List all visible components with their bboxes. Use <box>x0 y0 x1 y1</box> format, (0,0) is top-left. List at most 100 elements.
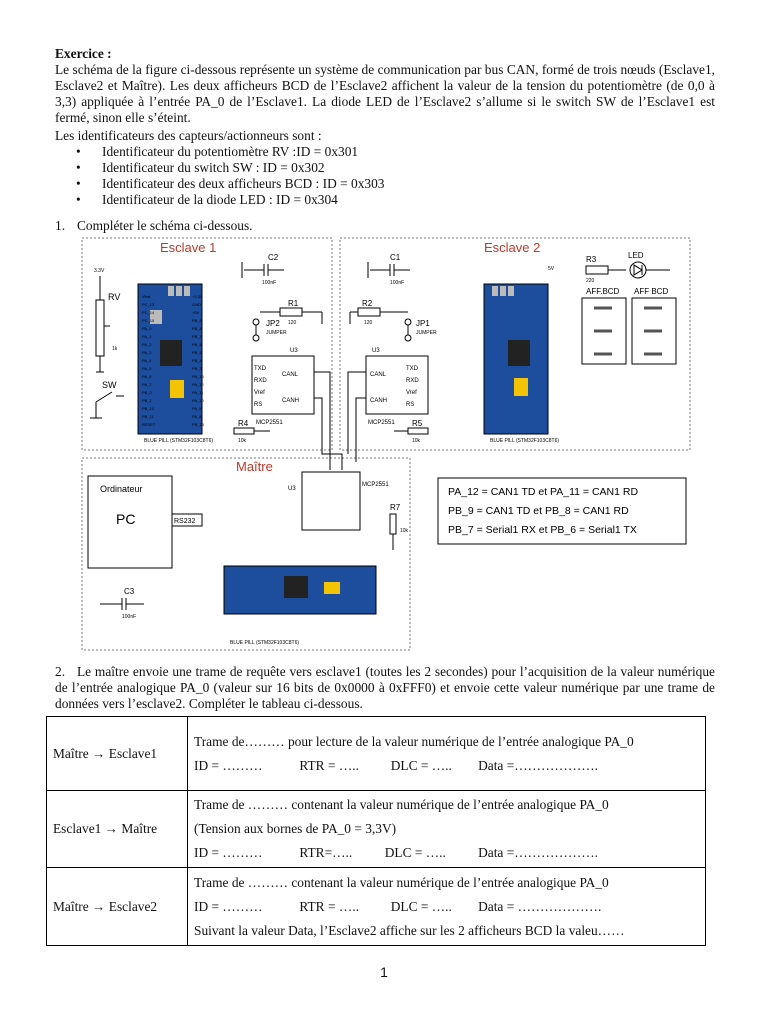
svg-text:PB_6: PB_6 <box>192 342 203 347</box>
bluepill-label: BLUE PILL (STM32F103C8T6) <box>230 640 299 646</box>
switch-sw <box>90 391 124 419</box>
r2-label: R2 <box>362 299 373 308</box>
svg-text:Vref: Vref <box>406 390 417 396</box>
svg-text:PA_10: PA_10 <box>192 398 204 403</box>
rtr-field[interactable]: RTR = ….. <box>299 898 359 914</box>
svg-text:PB_0: PB_0 <box>142 390 153 395</box>
identifier-item: Identificateur du switch SW : ID = 0x302 <box>76 160 676 176</box>
data-field[interactable]: Data =………………. <box>478 845 598 860</box>
led-diode <box>629 261 670 279</box>
pin-map-line: PB_7 = Serial1 RX et PB_6 = Serial1 TX <box>448 524 637 536</box>
data-field[interactable]: Data =………………. <box>478 757 598 773</box>
svg-text:Vref: Vref <box>254 390 265 396</box>
r2-value: 120 <box>364 320 373 326</box>
svg-text:PA_8: PA_8 <box>192 414 202 419</box>
c2-value: 100nF <box>262 280 276 286</box>
r7-value: 10k <box>400 528 409 534</box>
svg-text:Vbat: Vbat <box>142 294 151 299</box>
r5-resistor <box>394 427 429 435</box>
svg-text:U3: U3 <box>372 348 380 354</box>
svg-text:MCP2551: MCP2551 <box>362 482 389 488</box>
row-label: Maître → Esclave1 <box>46 716 188 791</box>
svg-text:TXD: TXD <box>406 366 419 372</box>
r2-resistor <box>349 307 408 324</box>
row-label: Maître → Esclave2 <box>46 867 188 946</box>
data-field[interactable]: Data = ………………. <box>478 898 602 914</box>
rtr-field[interactable]: RTR=….. <box>299 845 353 860</box>
table-row: Maître → Esclave2 Trame de ……… contenant… <box>46 867 706 946</box>
r5-value: 10k <box>412 438 421 444</box>
exercise-intro: Le schéma de la figure ci-dessous représ… <box>55 62 715 125</box>
svg-text:PC_14: PC_14 <box>142 310 155 315</box>
dlc-field[interactable]: DLC = ….. <box>390 757 452 773</box>
u3-esclave1: TXD RXD Vref RS CANL CANH U3 MCP2551 <box>251 348 315 426</box>
esclave1-bluepill: VbatPC_13PC_14PC_15PA_0PA_1PA_2PA_3PA_4P… <box>137 283 205 435</box>
svg-text:RS: RS <box>254 402 262 408</box>
maitre-bluepill <box>223 565 377 615</box>
frame-description: Trame de……… pour lecture de la valeur nu… <box>194 733 634 749</box>
c1-label: C1 <box>390 253 401 262</box>
svg-text:CANL: CANL <box>282 372 299 378</box>
c3-value: 100nF <box>122 614 136 620</box>
r3-label: R3 <box>586 255 597 264</box>
svg-text:CANH: CANH <box>370 398 387 404</box>
bcd-displays <box>581 297 677 365</box>
pin-map-line: PA_12 = CAN1 TD et PA_11 = CAN1 RD <box>448 486 638 498</box>
v33-label: 3.3V <box>94 268 105 274</box>
svg-text:PB_15: PB_15 <box>192 422 205 427</box>
svg-text:RXD: RXD <box>254 378 267 384</box>
svg-text:MCP2551: MCP2551 <box>256 420 283 426</box>
jp2-sub: JUMPER <box>266 330 287 336</box>
pin-map-line: PB_9 = CAN1 TD et PB_8 = CAN1 RD <box>448 505 629 517</box>
svg-text:PB_8: PB_8 <box>192 326 203 331</box>
svg-text:PC_13: PC_13 <box>142 302 155 307</box>
can-bus-wires <box>314 371 366 470</box>
can-frames-table: Maître → Esclave1 Trame de……… pour lectu… <box>46 716 706 946</box>
rv-value: 1k <box>112 346 118 352</box>
svg-text:PA_7: PA_7 <box>142 382 152 387</box>
ordinateur-label: Ordinateur <box>100 484 143 494</box>
dlc-field[interactable]: DLC = ….. <box>390 898 452 914</box>
u3-maitre: U3 MCP2551 <box>288 471 389 531</box>
r7-resistor <box>389 513 397 550</box>
c3-capacitor <box>100 598 144 610</box>
dlc-field[interactable]: DLC = ….. <box>384 845 446 860</box>
rtr-field[interactable]: RTR = ….. <box>299 757 359 773</box>
c3-label: C3 <box>124 587 135 596</box>
svg-text:PC_15: PC_15 <box>142 318 155 323</box>
svg-text:PA_9: PA_9 <box>192 406 202 411</box>
r1-label: R1 <box>288 299 299 308</box>
jp2-label: JP2 <box>266 319 280 328</box>
svg-text:PA_12: PA_12 <box>192 382 204 387</box>
exercise-title: Exercice : <box>55 46 112 61</box>
aff-bcd1-label: AFF.BCD <box>586 287 620 296</box>
frame-description: Trame de ……… contenant la valeur numériq… <box>194 797 609 812</box>
svg-text:PB_7: PB_7 <box>192 334 203 339</box>
u3-esclave2: TXD RXD Vref RS CANL CANH U3 MCP2551 <box>365 348 429 426</box>
identifier-list: Identificateur du potentiomètre RV :ID =… <box>76 144 676 208</box>
jp2-jumper <box>252 318 260 342</box>
svg-text:PA_11: PA_11 <box>192 390 204 395</box>
svg-text:PA_5: PA_5 <box>142 366 152 371</box>
r4-resistor <box>233 427 270 435</box>
r3-value: 220 <box>586 278 595 284</box>
id-field[interactable]: ID = ……… <box>194 845 263 860</box>
r7-label: R7 <box>390 503 401 512</box>
r4-value: 10k <box>238 438 247 444</box>
identifier-item: Identificateur du potentiomètre RV :ID =… <box>76 144 676 160</box>
id-field[interactable]: ID = ……… <box>194 898 263 914</box>
c2-capacitor <box>241 262 284 278</box>
svg-text:RESET: RESET <box>142 422 156 427</box>
v5-label: 5V <box>548 266 555 272</box>
esclave1-frame <box>81 237 333 451</box>
identifier-item: Identificateur des deux afficheurs BCD :… <box>76 176 676 192</box>
svg-text:+5V: +5V <box>192 310 200 315</box>
question-text: Le maître envoie une trame de requête ve… <box>55 664 715 711</box>
id-field[interactable]: ID = ……… <box>194 757 263 773</box>
frame-note: Suivant la valeur Data, l’Esclave2 affic… <box>194 922 625 938</box>
svg-text:U3: U3 <box>288 486 296 492</box>
svg-text:GND: GND <box>192 302 201 307</box>
svg-text:PA_3: PA_3 <box>142 350 152 355</box>
svg-text:PB_1: PB_1 <box>142 398 153 403</box>
